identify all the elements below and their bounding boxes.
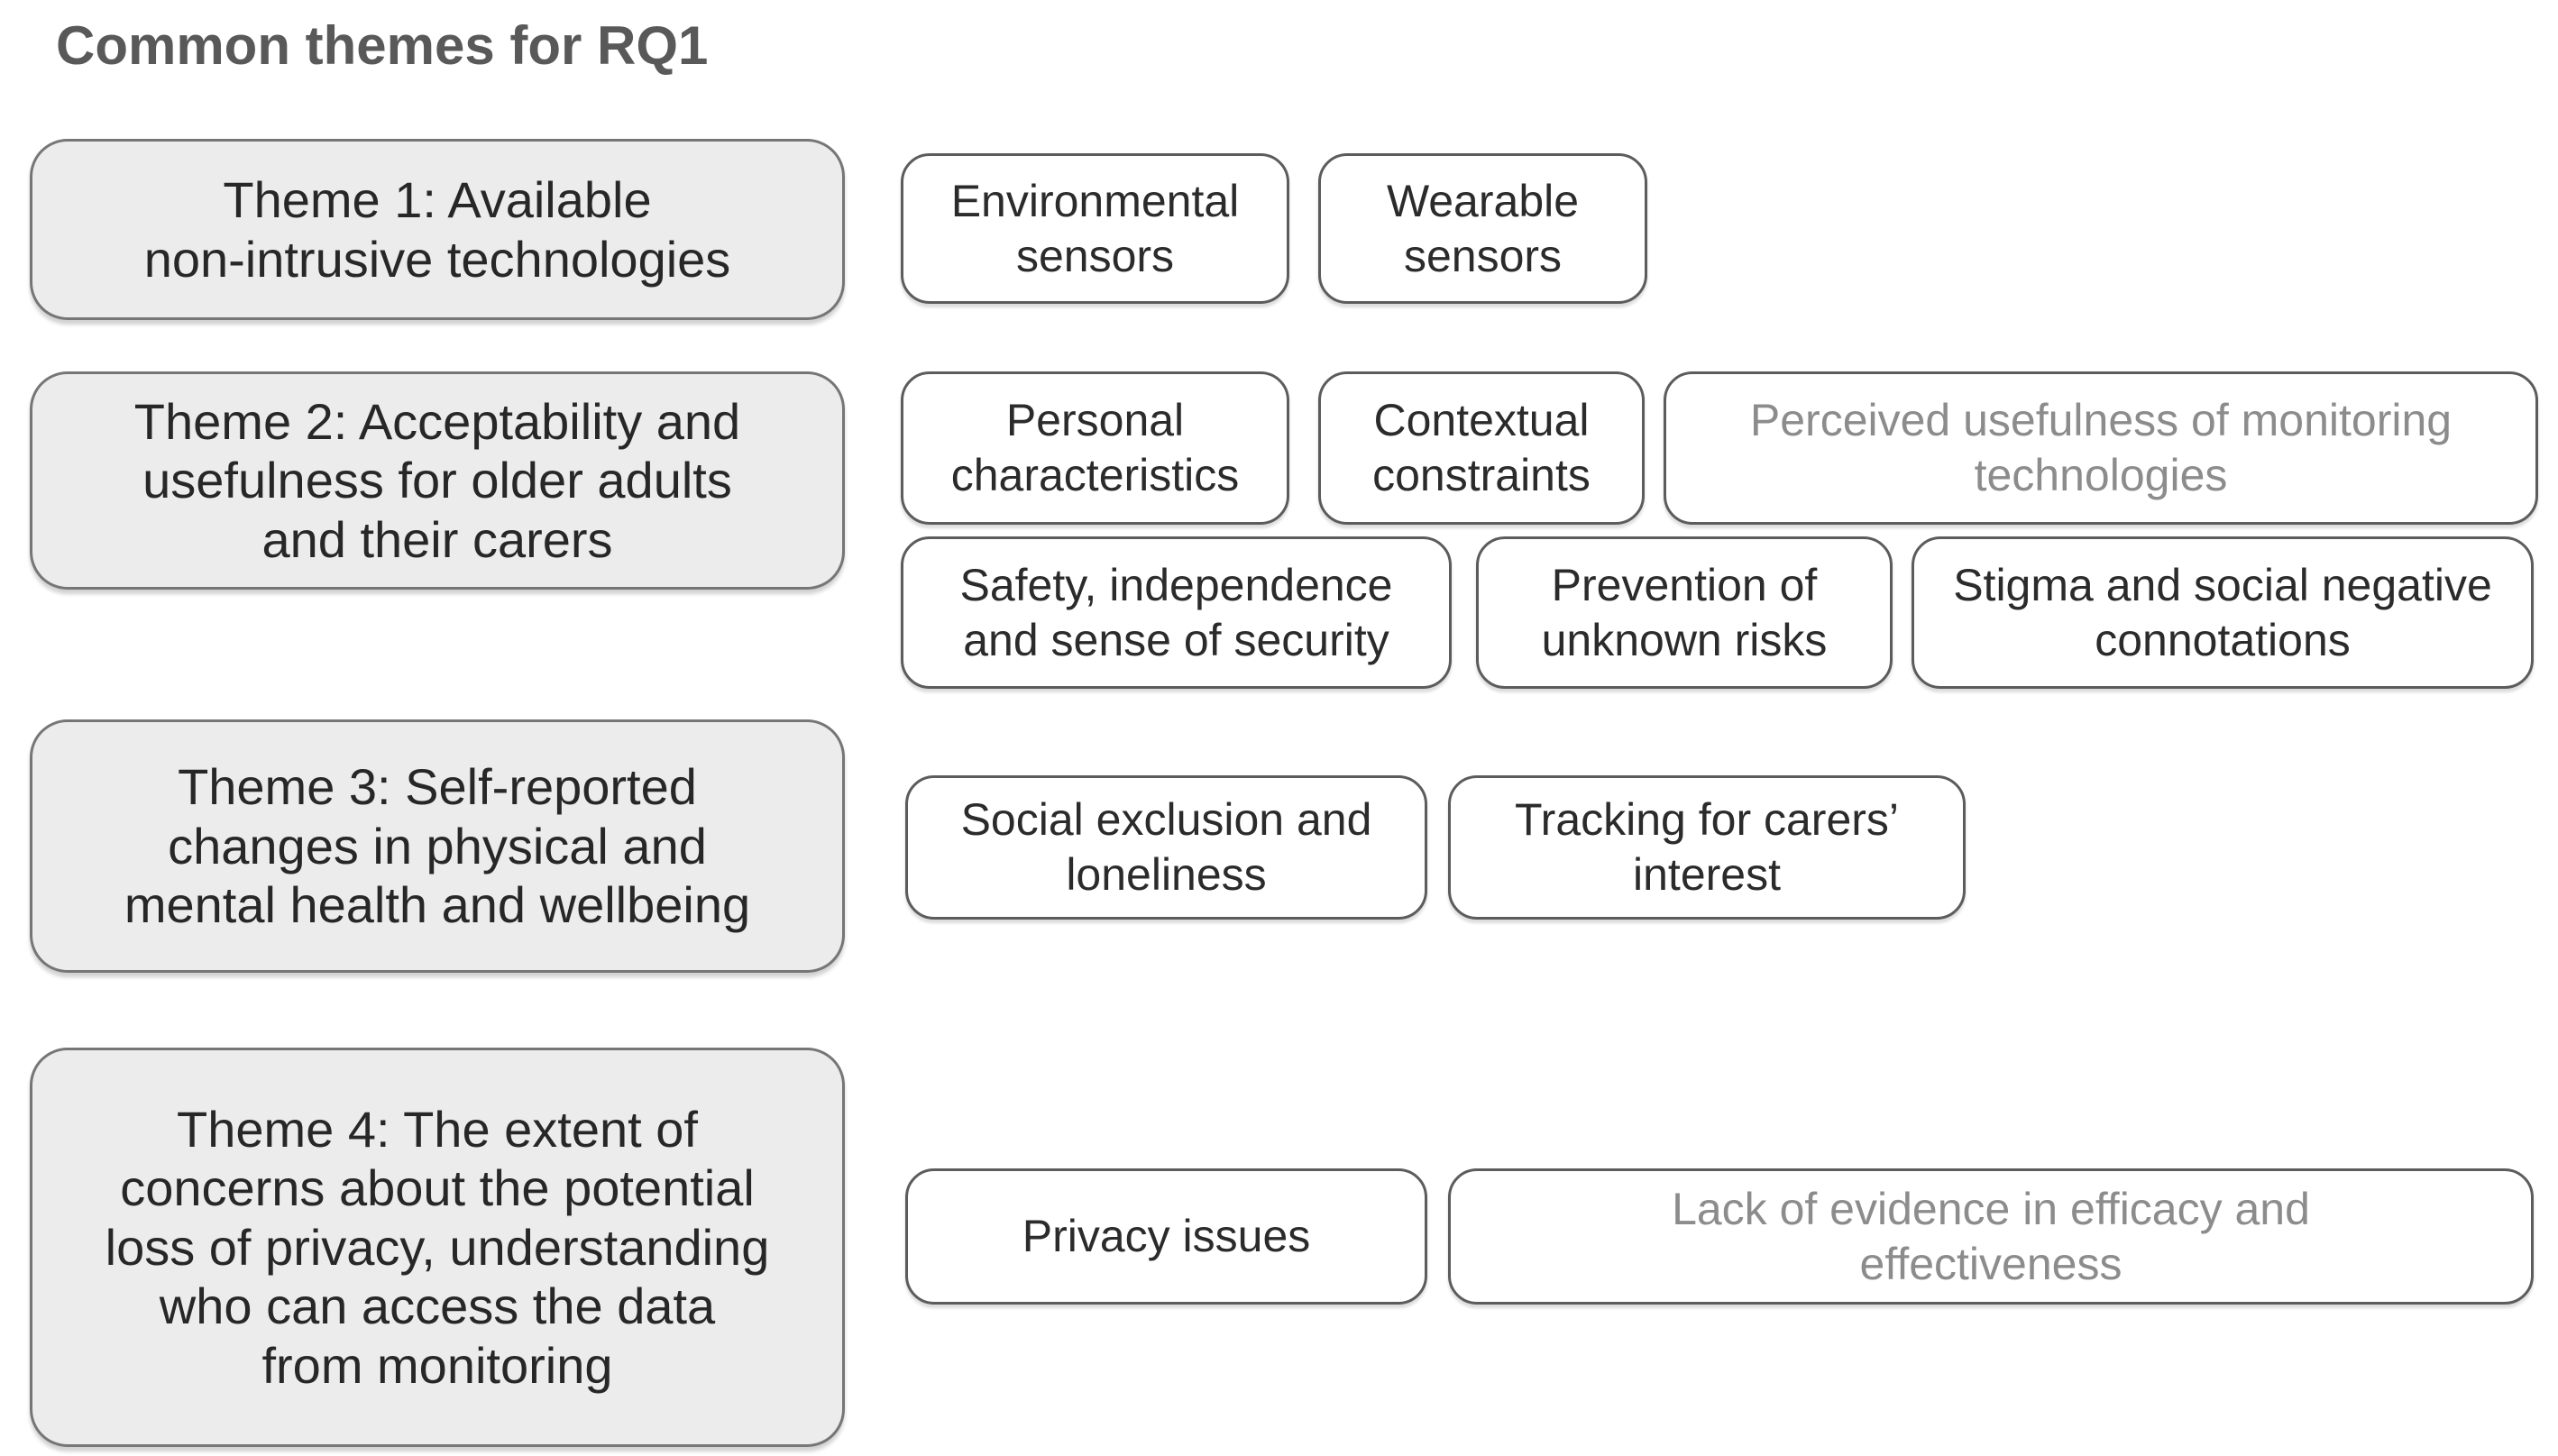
- subtheme-label: Prevention of unknown risks: [1541, 559, 1828, 665]
- subtheme-contextual-constraints: Contextual constraints: [1318, 371, 1645, 525]
- theme-1-box: Theme 1: Available non-intrusive technol…: [30, 139, 845, 320]
- subtheme-personal-characteristics: Personal characteristics: [901, 371, 1289, 525]
- subtheme-label: Contextual constraints: [1372, 395, 1591, 500]
- page-title: Common themes for RQ1: [56, 15, 709, 76]
- subtheme-prevention-unknown-risks: Prevention of unknown risks: [1476, 536, 1893, 689]
- subtheme-environmental-sensors: Environmental sensors: [901, 153, 1289, 304]
- subtheme-label: Social exclusion and loneliness: [960, 794, 1372, 900]
- subtheme-label: Safety, independence and sense of securi…: [959, 559, 1393, 665]
- subtheme-label: Personal characteristics: [950, 395, 1240, 500]
- subtheme-lack-of-evidence: Lack of evidence in efficacy and effecti…: [1448, 1168, 2534, 1305]
- subtheme-label: Privacy issues: [1022, 1211, 1311, 1261]
- theme-2-box: Theme 2: Acceptability and usefulness fo…: [30, 371, 845, 590]
- subtheme-label: Lack of evidence in efficacy and effecti…: [1672, 1183, 2310, 1289]
- subtheme-tracking-carers-interest: Tracking for carers’ interest: [1448, 775, 1966, 920]
- theme-1-label: Theme 1: Available non-intrusive technol…: [143, 170, 731, 288]
- subtheme-perceived-usefulness: Perceived usefulness of monitoring techn…: [1664, 371, 2538, 525]
- theme-2-label: Theme 2: Acceptability and usefulness fo…: [133, 392, 741, 568]
- theme-4-label: Theme 4: The extent of concerns about th…: [105, 1100, 770, 1394]
- theme-3-label: Theme 3: Self-reported changes in physic…: [124, 758, 751, 934]
- subtheme-safety-independence-security: Safety, independence and sense of securi…: [901, 536, 1452, 689]
- subtheme-label: Environmental sensors: [950, 175, 1240, 281]
- theme-4-box: Theme 4: The extent of concerns about th…: [30, 1048, 845, 1447]
- subtheme-privacy-issues: Privacy issues: [905, 1168, 1427, 1305]
- subtheme-label: Wearable sensors: [1386, 175, 1580, 281]
- theme-3-box: Theme 3: Self-reported changes in physic…: [30, 719, 845, 973]
- subtheme-social-exclusion-loneliness: Social exclusion and loneliness: [905, 775, 1427, 920]
- subtheme-label: Perceived usefulness of monitoring techn…: [1749, 395, 2453, 500]
- subtheme-label: Stigma and social negative connotations: [1953, 559, 2492, 665]
- subtheme-stigma-social-connotations: Stigma and social negative connotations: [1912, 536, 2534, 689]
- subtheme-label: Tracking for carers’ interest: [1514, 794, 1900, 900]
- subtheme-wearable-sensors: Wearable sensors: [1318, 153, 1647, 304]
